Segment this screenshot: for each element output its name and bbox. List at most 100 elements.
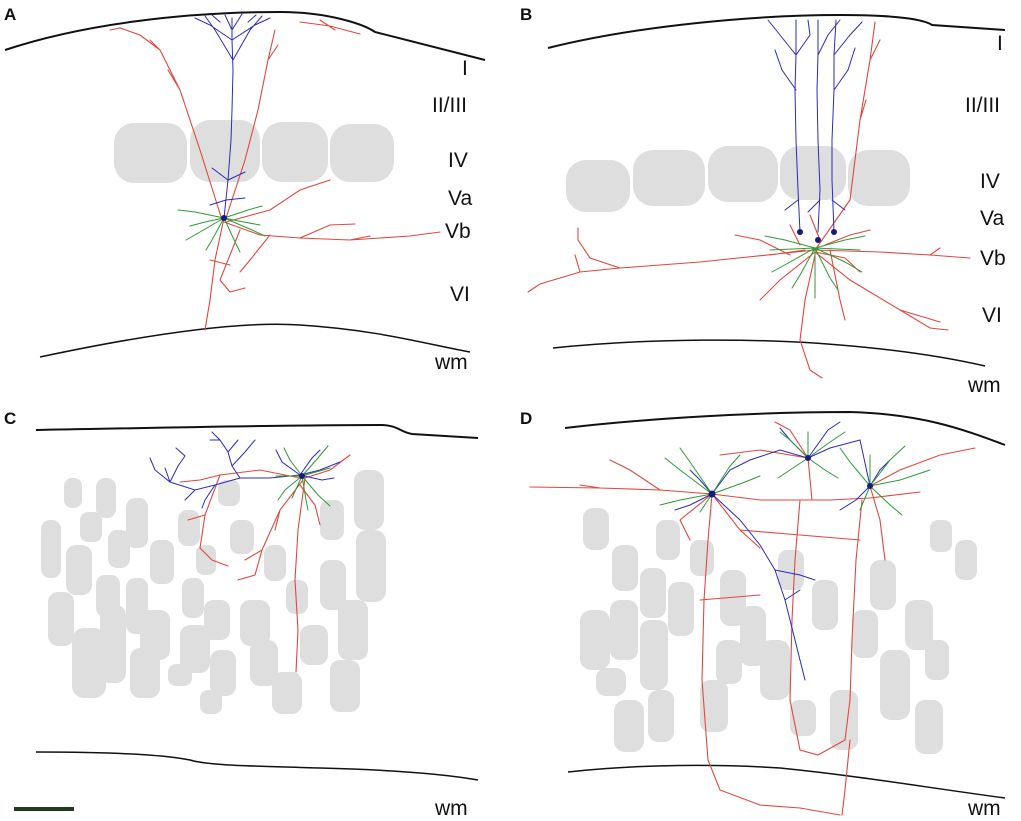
white-matter-boundary-b — [552, 339, 986, 367]
layer-label-l5a: Va — [448, 187, 472, 210]
layer-label-wm: wm — [967, 374, 1001, 397]
neuron-a — [109, 13, 441, 331]
pia-surface-a — [4, 10, 486, 61]
layer-labels-d: wm — [967, 797, 1001, 820]
layer-label-l23: II/III — [432, 94, 467, 117]
pia-surface-c — [35, 423, 479, 439]
soma — [797, 229, 803, 235]
basal-dendrite — [659, 431, 931, 516]
barrel — [668, 582, 694, 636]
layer-labels-b: I II/III IV Va Vb VI wm — [965, 32, 1006, 397]
barrel — [760, 640, 790, 700]
layer-labels-a: I II/III IV Va Vb VI wm — [432, 57, 472, 374]
barrel — [790, 700, 816, 736]
barrel-field-c — [41, 470, 386, 714]
barrel — [925, 640, 949, 680]
barrel — [870, 560, 896, 610]
neuron-c — [149, 431, 351, 673]
layer-label-wm: wm — [967, 797, 1001, 820]
apical-dendrite — [194, 13, 271, 219]
barrel — [218, 480, 240, 506]
barrel — [96, 478, 116, 518]
basal-dendrite — [275, 445, 331, 511]
soma — [708, 490, 716, 498]
barrel-row-a — [114, 120, 394, 183]
panel-b: B I II/III IV Va Vb VI wm — [520, 5, 1006, 397]
barrel — [848, 150, 910, 206]
layer-label-wm: wm — [434, 797, 468, 820]
barrel — [930, 520, 952, 552]
panel-letter-b: B — [520, 5, 532, 24]
panel-letter-d: D — [520, 409, 532, 428]
barrel-field-d — [580, 508, 977, 754]
barrel — [196, 545, 216, 575]
barrel — [640, 568, 666, 618]
barrel — [356, 530, 386, 602]
layer-labels-c: wm — [434, 797, 468, 820]
barrel — [720, 570, 746, 626]
soma — [221, 215, 227, 221]
soma — [815, 237, 821, 243]
soma — [831, 229, 837, 235]
axon — [179, 454, 351, 673]
white-matter-boundary-a — [39, 323, 471, 358]
barrel — [262, 122, 328, 182]
barrel — [286, 580, 308, 614]
axon — [527, 21, 971, 379]
barrel — [48, 592, 74, 646]
barrel — [140, 610, 170, 660]
barrel — [955, 540, 977, 580]
barrel — [780, 146, 846, 200]
pia-surface-d — [564, 410, 1006, 446]
layer-label-l5b: Vb — [980, 247, 1006, 270]
basal-dendrite — [177, 205, 266, 253]
white-matter-boundary-d — [567, 764, 1006, 799]
barrel — [354, 470, 384, 530]
panel-letter-a: A — [4, 5, 16, 24]
soma — [867, 483, 873, 489]
layer-label-l23: II/III — [965, 94, 1000, 117]
barrel — [66, 545, 92, 595]
apical-dendrite — [149, 431, 341, 509]
soma — [299, 473, 305, 479]
barrel — [72, 628, 106, 698]
layer-label-l4: IV — [980, 170, 1000, 193]
layer-label-l6: VI — [982, 304, 1002, 327]
barrel — [614, 700, 644, 752]
barrel — [204, 600, 230, 640]
axon — [529, 421, 976, 816]
barrel — [740, 606, 766, 666]
barrel — [656, 520, 680, 560]
panel-letter-c: C — [4, 409, 16, 428]
barrel — [880, 650, 910, 720]
barrel — [852, 610, 878, 658]
barrel — [700, 680, 728, 732]
layer-label-l4: IV — [448, 149, 468, 172]
barrel — [320, 560, 346, 610]
barrel — [596, 668, 626, 696]
barrel — [240, 600, 270, 646]
barrel — [330, 660, 360, 712]
barrel — [320, 500, 344, 540]
axon — [109, 19, 441, 331]
barrel — [690, 540, 714, 576]
layer-label-l5b: Vb — [445, 220, 471, 243]
barrel — [272, 672, 302, 714]
barrel — [648, 690, 674, 742]
barrel — [114, 123, 187, 183]
barrel — [610, 600, 638, 660]
barrel — [178, 510, 200, 546]
barrel — [130, 648, 160, 698]
layer-label-l1: I — [462, 57, 468, 80]
barrel — [200, 690, 222, 714]
barrel — [64, 478, 82, 508]
barrel — [915, 700, 943, 754]
barrel — [182, 578, 204, 618]
layer-label-l5a: Va — [980, 207, 1004, 230]
barrel — [580, 610, 610, 670]
barrel — [300, 625, 328, 665]
barrel — [830, 690, 858, 750]
barrel — [41, 520, 61, 578]
barrel — [180, 625, 210, 673]
